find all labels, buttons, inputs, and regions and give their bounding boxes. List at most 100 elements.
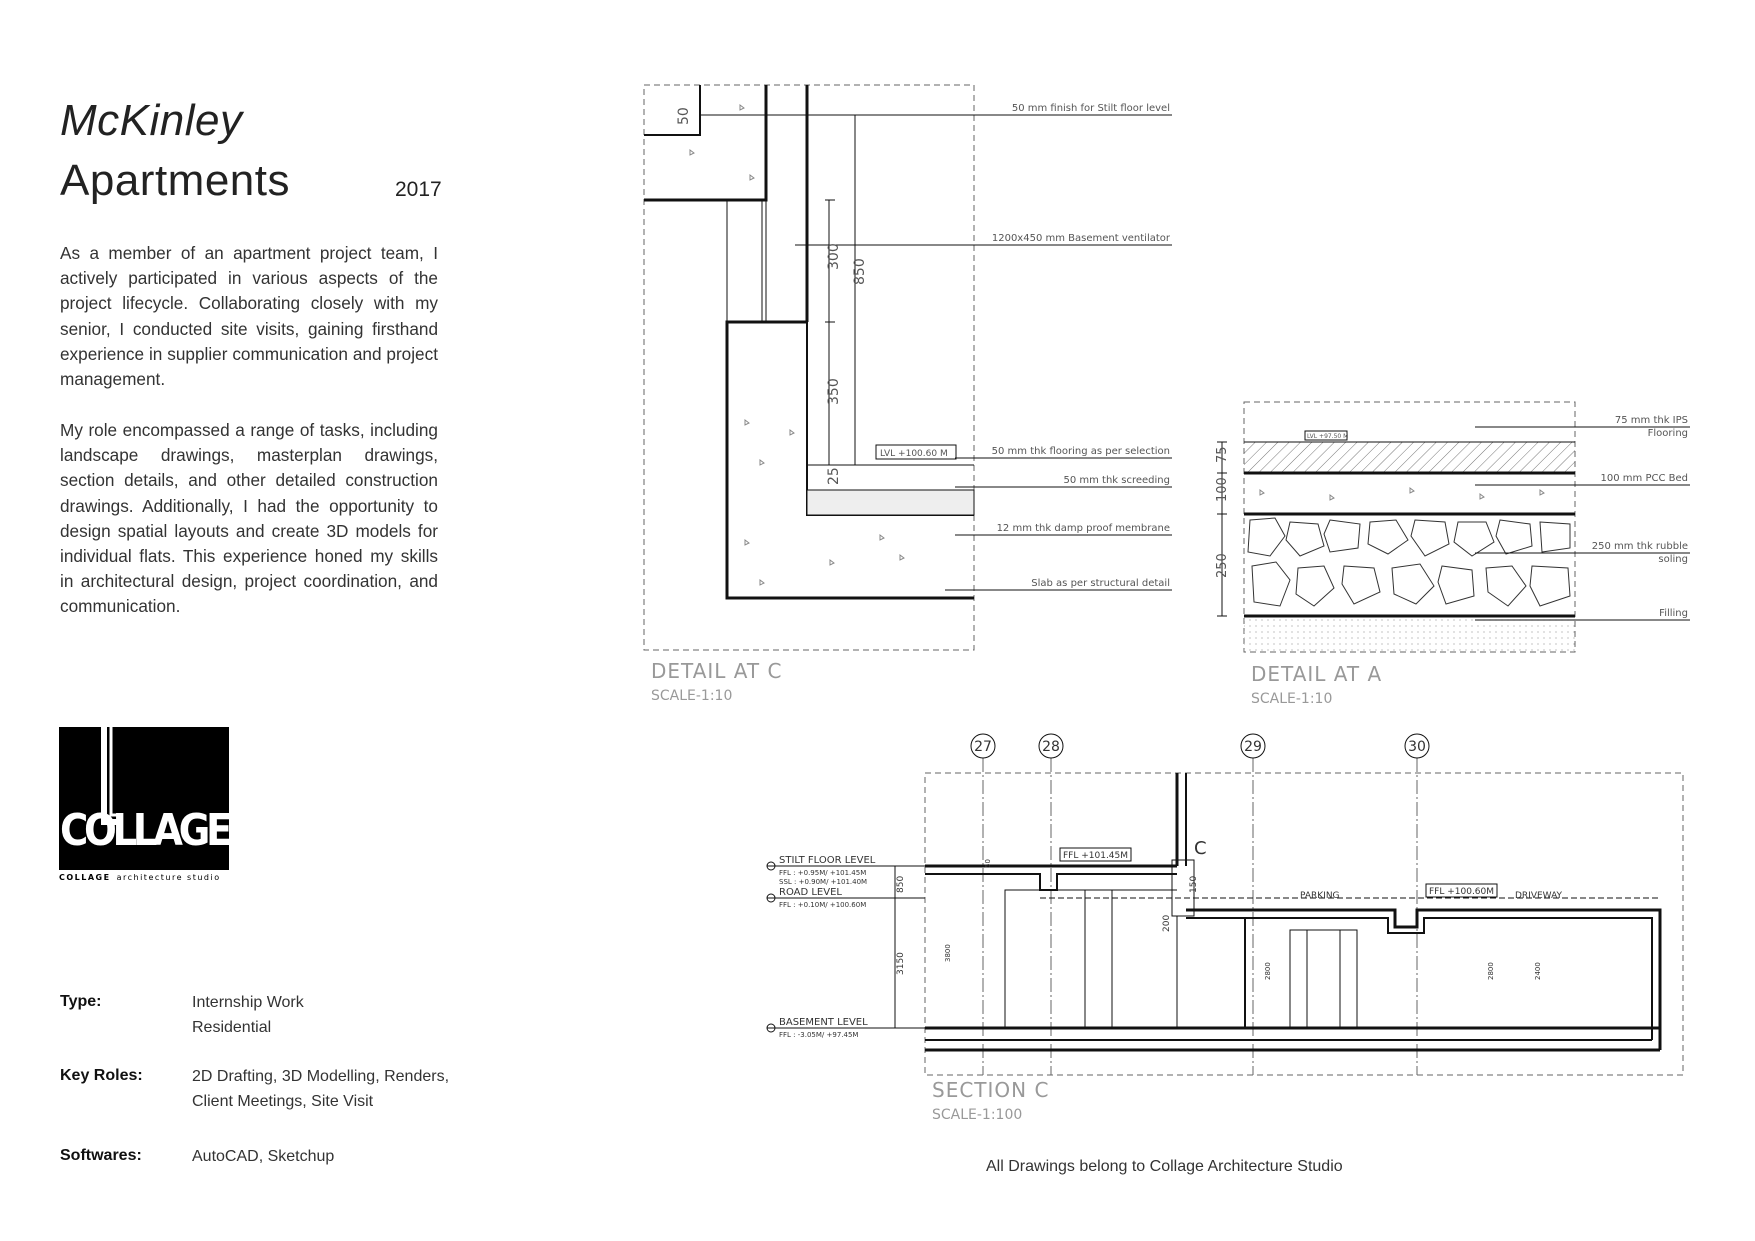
detail-a-note-3: 250 mm thk rubble bbox=[1592, 541, 1688, 552]
detail-a-note-4: Filling bbox=[1659, 608, 1688, 619]
logo-stroke-l1 bbox=[101, 727, 119, 825]
grid-bubble-29 bbox=[1240, 733, 1266, 759]
section-c-driveway-label: DRIVEWAY bbox=[1515, 891, 1563, 901]
detail-a-labels: 75 mm thk IPS Flooring 100 mm PCC Bed 25… bbox=[1215, 415, 1688, 707]
detail-c-note-1: 50 mm finish for Stilt floor level bbox=[1012, 103, 1170, 114]
detail-c-note-3: 50 mm thk flooring as per selection bbox=[992, 446, 1170, 457]
detail-a-scale: SCALE-1:10 bbox=[1251, 691, 1332, 707]
detail-c-screeding bbox=[806, 489, 975, 516]
detail-a-level-tag-box bbox=[1304, 430, 1348, 441]
project-title-line1: McKinley bbox=[60, 96, 243, 145]
detail-c-scale: SCALE-1:10 bbox=[651, 688, 732, 704]
detail-c-dim-50: 50 bbox=[676, 107, 692, 125]
section-c-dim-50: 50 bbox=[984, 859, 992, 868]
detail-c-wall-right bbox=[805, 85, 809, 202]
detail-c-dim-300: 300 bbox=[826, 243, 842, 270]
section-c-ffl-tag-box-2 bbox=[1425, 883, 1498, 898]
section-c-dim-200: 200 bbox=[1162, 915, 1172, 932]
section-c-scale: SCALE-1:100 bbox=[932, 1107, 1022, 1123]
detail-a-note-1b: Flooring bbox=[1648, 428, 1688, 439]
detail-c-note-4: 50 mm thk screeding bbox=[1063, 475, 1170, 486]
level-basement-name: BASEMENT LEVEL bbox=[779, 1017, 868, 1028]
collage-logo: COLLAGE COLLAGE architecture studio bbox=[59, 727, 235, 882]
logo-wordmark: COLLAGE bbox=[60, 805, 229, 856]
roles-value-1: 2D Drafting, 3D Modelling, Renders, bbox=[192, 1068, 450, 1085]
section-c-title: SECTION C bbox=[932, 1078, 1049, 1102]
detail-a-dim-100: 100 bbox=[1215, 477, 1230, 502]
detail-c-note-2: 1200x450 mm Basement ventilator bbox=[992, 233, 1171, 244]
roles-value-2: Client Meetings, Site Visit bbox=[192, 1093, 374, 1110]
detail-c-note-6: Slab as per structural detail bbox=[1031, 578, 1170, 589]
section-c-ffl-tag-box-1 bbox=[1059, 847, 1132, 862]
section-c-road-slab bbox=[1186, 908, 1662, 1050]
section-c-ffl-tag-2: FFL +100.60M bbox=[1429, 887, 1494, 897]
software-value: AutoCAD, Sketchup bbox=[192, 1148, 335, 1165]
section-c-labels: 27 28 29 30 C STILT FLOOR LEVEL FFL : +0… bbox=[779, 739, 1563, 1123]
section-c-dim-2800-a: 2800 bbox=[1264, 962, 1272, 980]
detail-c-upper-slab-edge bbox=[644, 85, 768, 202]
section-c-level-markers bbox=[766, 861, 925, 1033]
detail-a-filling bbox=[1244, 618, 1575, 652]
section-c-dim-150: 150 bbox=[1189, 876, 1199, 893]
section-c-dim-3150: 3150 bbox=[896, 952, 906, 975]
section-c-ffl-tag-1: FFL +101.45M bbox=[1063, 851, 1128, 861]
detail-a-pcc-marks bbox=[1259, 487, 1545, 501]
section-c-callout-box bbox=[1171, 859, 1195, 917]
logo-stroke-l1-inner bbox=[109, 727, 119, 817]
detail-a-title: DETAIL AT A bbox=[1251, 662, 1382, 686]
grid-label-27: 27 bbox=[974, 739, 992, 755]
detail-c-frame bbox=[643, 84, 975, 651]
detail-c-leader-lines bbox=[700, 114, 1172, 591]
section-c-parking-label: PARKING bbox=[1300, 891, 1340, 901]
logo-tagline: COLLAGE architecture studio bbox=[59, 873, 221, 882]
grid-bubble-27 bbox=[970, 733, 996, 759]
detail-c-concrete-marks bbox=[689, 104, 905, 586]
section-c-dim-2400: 2400 bbox=[1534, 962, 1542, 980]
detail-a-frame bbox=[1243, 401, 1576, 653]
section-c-road-slab-inner bbox=[1186, 917, 1653, 1040]
section-c-drawing bbox=[766, 733, 1684, 1076]
detail-a-dim-75: 75 bbox=[1215, 446, 1230, 463]
detail-c-title: DETAIL AT C bbox=[651, 659, 782, 683]
detail-c-level-tag: LVL +100.60 M bbox=[880, 449, 948, 459]
type-value-1: Internship Work bbox=[192, 994, 304, 1011]
roles-label: Key Roles: bbox=[60, 1067, 143, 1084]
grid-label-28: 28 bbox=[1042, 739, 1060, 755]
grid-label-29: 29 bbox=[1244, 739, 1262, 755]
level-stilt-name: STILT FLOOR LEVEL bbox=[779, 855, 876, 866]
description-paragraph-2: My role encompassed a range of tasks, in… bbox=[60, 420, 438, 617]
grid-bubble-30 bbox=[1404, 733, 1430, 759]
level-road-name: ROAD LEVEL bbox=[779, 887, 842, 898]
project-title-line2: Apartments bbox=[60, 156, 290, 205]
logo-tagline-rest: architecture studio bbox=[117, 873, 221, 882]
detail-c-note-5: 12 mm thk damp proof membrane bbox=[997, 523, 1170, 534]
section-c-callout: C bbox=[1194, 838, 1207, 859]
detail-a-note-2: 100 mm PCC Bed bbox=[1601, 473, 1688, 484]
detail-c-dim-25: 25 bbox=[826, 467, 842, 485]
section-c-elevations bbox=[1004, 889, 1358, 1028]
level-stilt-ssl: SSL : +0.90M/ +101.40M bbox=[779, 878, 867, 886]
level-stilt-ffl: FFL : +0.95M/ +101.45M bbox=[779, 869, 866, 877]
level-road-ffl: FFL : +0.10M/ +100.60M bbox=[779, 901, 866, 909]
detail-a-ips-layer bbox=[1244, 442, 1575, 473]
type-label: Type: bbox=[60, 993, 102, 1010]
detail-a-leader-lines bbox=[1475, 426, 1690, 621]
detail-c-level-tag-box bbox=[875, 444, 957, 460]
detail-a-dimension-lines bbox=[1217, 441, 1227, 617]
section-c-dim-2800-b: 2800 bbox=[1487, 962, 1495, 980]
collage-logo-graphic: COLLAGE COLLAGE architecture studio bbox=[59, 727, 235, 882]
detail-c-drawing bbox=[643, 84, 1172, 651]
grid-bubble-28 bbox=[1038, 733, 1064, 759]
description-paragraph-1: As a member of an apartment project team… bbox=[60, 243, 438, 390]
section-c-dim-850: 850 bbox=[896, 876, 906, 893]
logo-tagline-bold: COLLAGE bbox=[59, 873, 111, 882]
detail-c-inner-edge bbox=[806, 322, 974, 516]
detail-a-note-3b: soling bbox=[1658, 554, 1688, 565]
detail-c-dim-850: 850 bbox=[852, 258, 868, 285]
section-c-frame bbox=[924, 772, 1684, 1076]
software-label: Softwares: bbox=[60, 1147, 142, 1164]
detail-c-dimension-lines bbox=[825, 114, 860, 466]
grid-label-30: 30 bbox=[1408, 739, 1426, 755]
drawing-credit: All Drawings belong to Collage Architect… bbox=[986, 1158, 1343, 1175]
